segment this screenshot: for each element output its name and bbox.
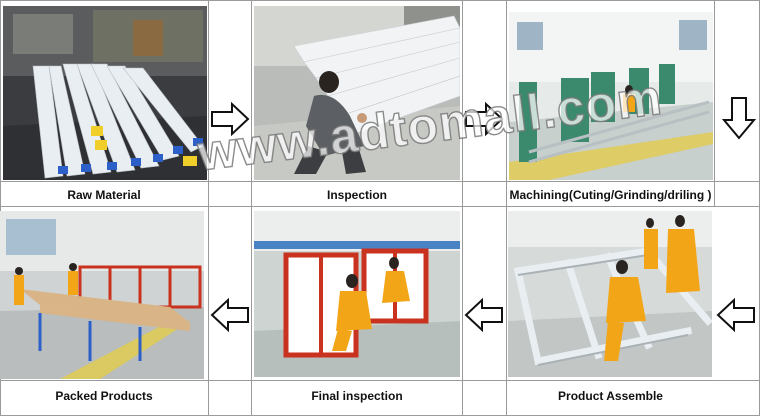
caption-product-assemble: Product Assemble	[558, 389, 663, 403]
flow-arrow-left-icon	[716, 297, 755, 333]
machining-photo	[509, 12, 713, 180]
flow-arrow-left-icon	[464, 297, 503, 333]
caption-inspection: Inspection	[326, 188, 387, 202]
flow-arrow-right-icon	[465, 101, 504, 137]
flow-arrow-left-icon	[210, 297, 249, 333]
caption-packed-products: Packed Products	[55, 389, 153, 403]
flow-arrow-right-icon	[211, 101, 250, 137]
caption-machining: Machining(Cuting/Grinding/driling )	[509, 188, 712, 202]
inspection-photo	[254, 6, 460, 180]
raw-material-photo	[3, 6, 207, 180]
product-assemble-photo	[508, 211, 712, 377]
flow-arrow-down-icon	[721, 97, 757, 140]
caption-final-inspection: Final inspection	[311, 389, 403, 403]
caption-raw-material: Raw Material	[67, 188, 141, 202]
packed-products-photo	[0, 211, 204, 379]
final-inspection-photo	[254, 211, 460, 377]
